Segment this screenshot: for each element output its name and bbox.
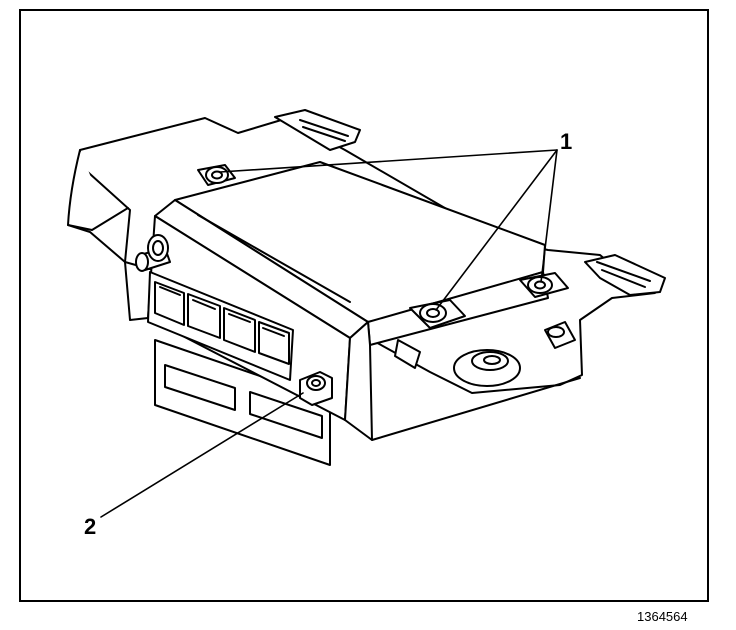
bracket-vent: [394, 339, 421, 369]
small-connector: [299, 371, 333, 406]
callout-label-1: 1: [560, 129, 573, 154]
bracket-tab-right: [584, 254, 666, 296]
bracket-clip: [544, 321, 576, 349]
leader-lines: [100, 149, 558, 518]
connector-block: [147, 271, 294, 381]
lower-mounting-plate: [154, 339, 331, 466]
mounting-nut-side: [519, 272, 569, 298]
bracket-tab-left: [274, 109, 361, 151]
bracket-grommet: [453, 349, 521, 387]
figure-number: 1364564: [637, 609, 688, 624]
antenna-connector: [135, 234, 171, 272]
figure-frame: [19, 9, 709, 602]
mounting-nut-front: [409, 299, 466, 329]
mounting-nut-rear: [197, 164, 236, 186]
callout-label-2: 2: [84, 514, 97, 539]
